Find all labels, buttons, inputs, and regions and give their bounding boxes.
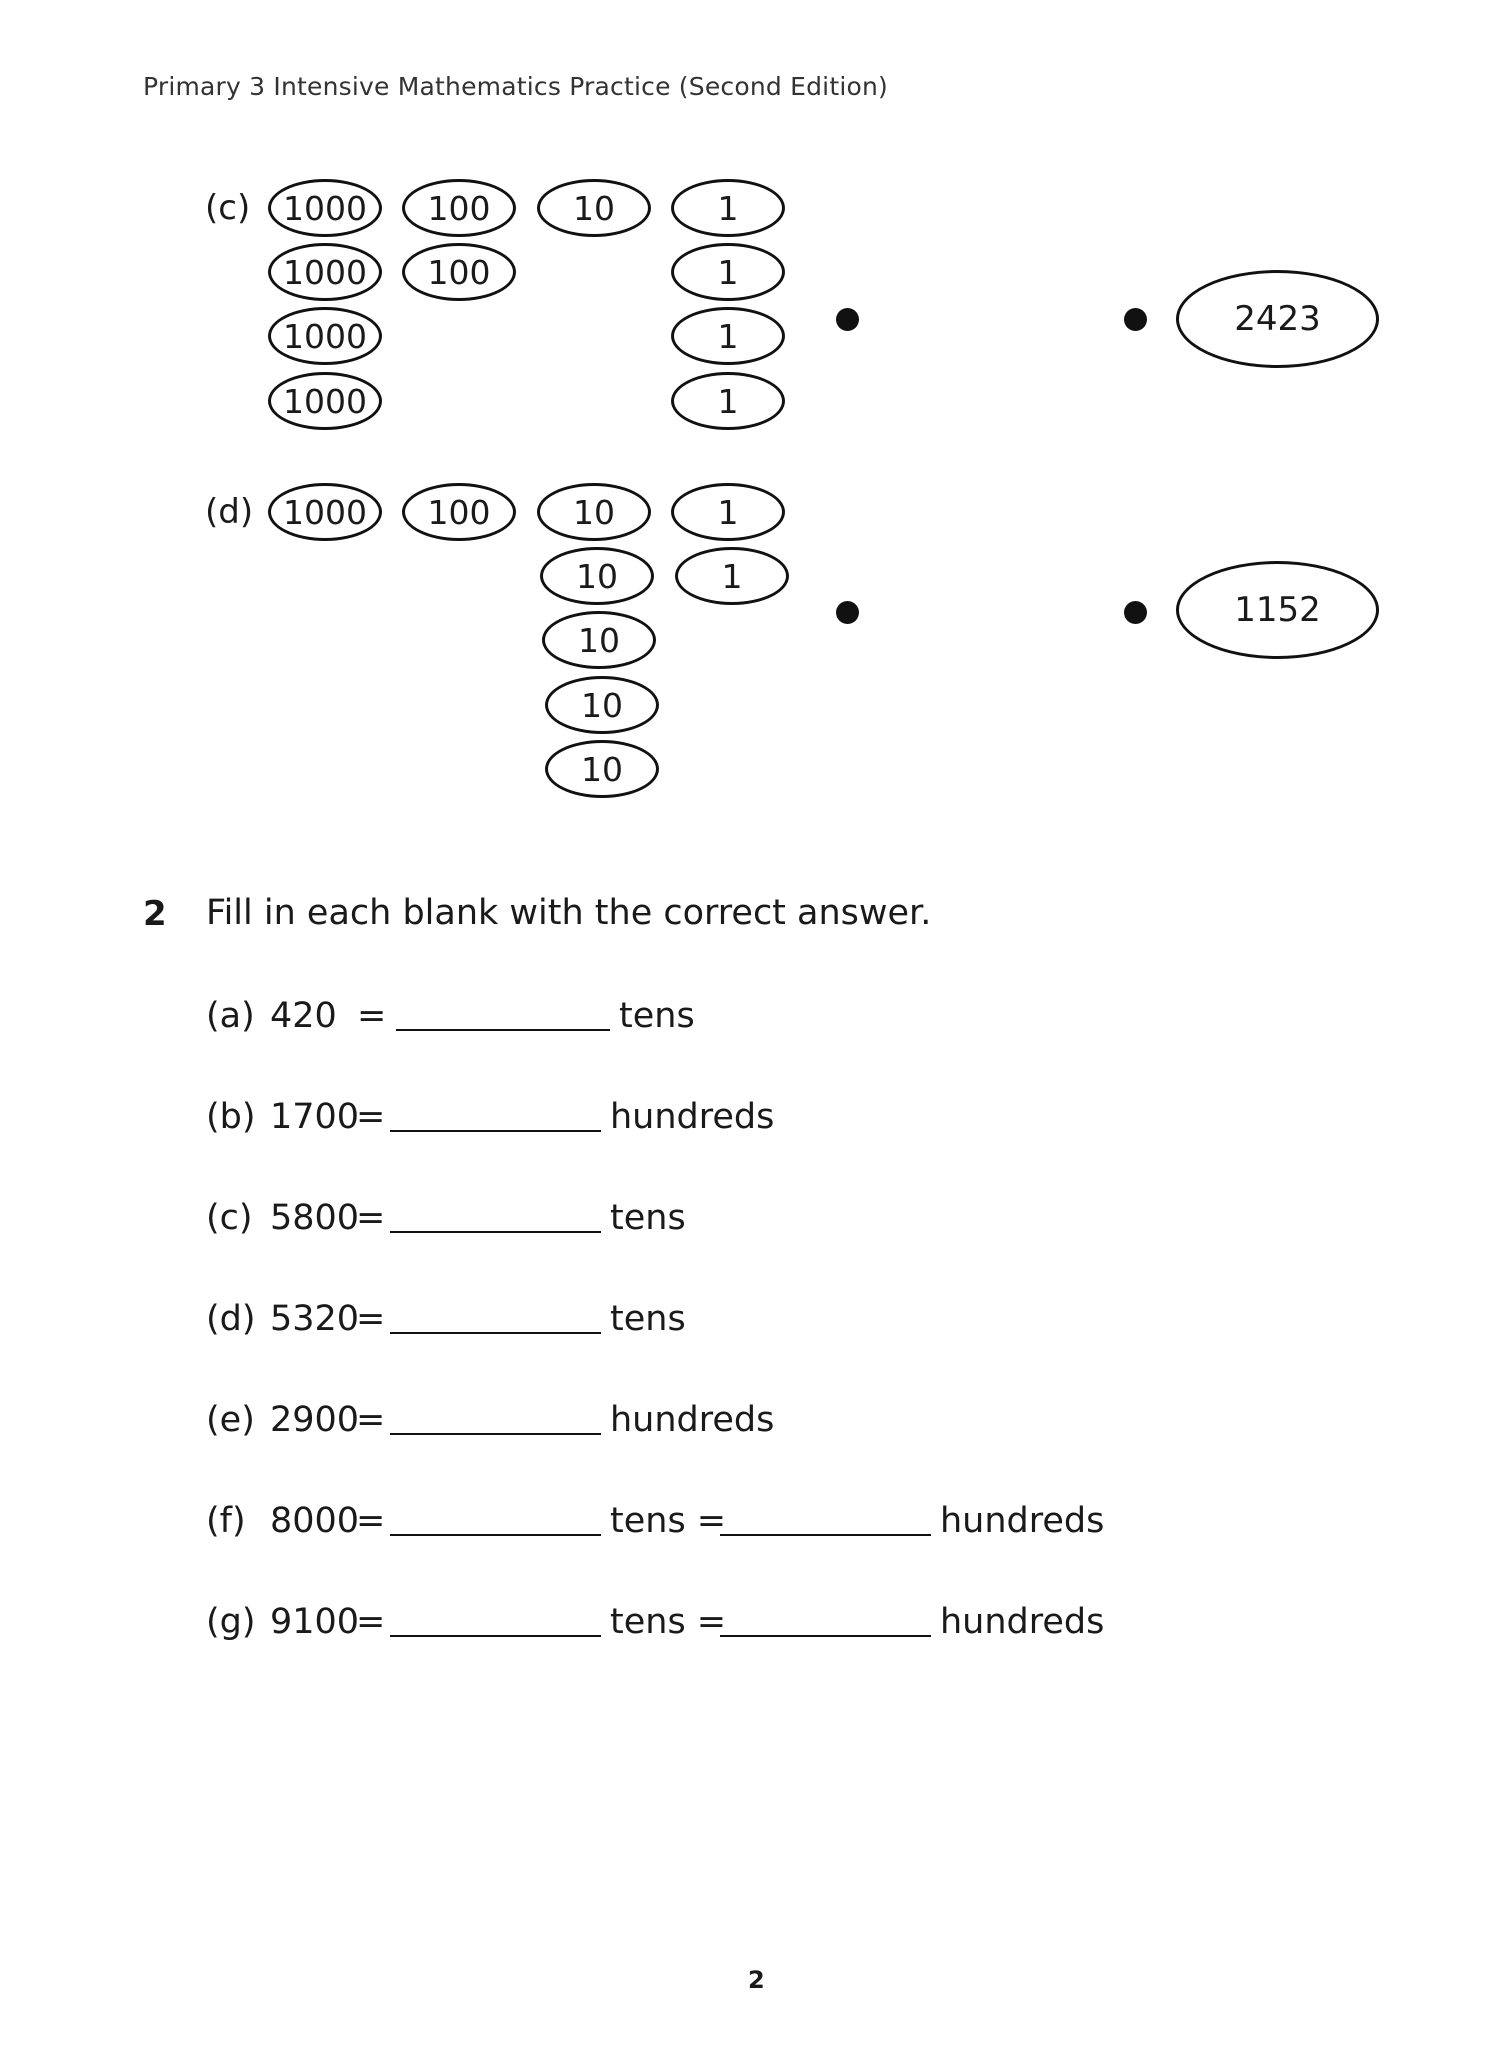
page-header: Primary 3 Intensive Mathematics Practice… (143, 72, 888, 101)
answer-blank[interactable] (396, 1029, 610, 1031)
equals-sign: = (356, 1501, 386, 1541)
question-instruction: Fill in each blank with the correct answ… (206, 893, 932, 933)
item-label: (g) (206, 1602, 256, 1642)
unit-label: hundreds (610, 1400, 775, 1440)
oval-10: 10 (537, 179, 651, 237)
oval-10: 10 (545, 676, 659, 734)
item-number: 9100 (270, 1602, 360, 1642)
item-number: 5800 (270, 1198, 360, 1238)
item-label: (f) (206, 1501, 246, 1541)
unit-label: tens (619, 996, 695, 1036)
item-label: (c) (206, 1198, 253, 1238)
unit-label-1: tens = (610, 1501, 727, 1541)
unit-label: tens (610, 1198, 686, 1238)
oval-1: 1 (671, 483, 785, 541)
oval-10: 10 (540, 547, 654, 605)
item-label: (d) (206, 1299, 256, 1339)
equals-sign: = (356, 1299, 386, 1339)
answer-blank[interactable] (390, 1332, 601, 1334)
oval-1: 1 (671, 307, 785, 365)
oval-100: 100 (402, 179, 516, 237)
oval-1: 1 (671, 179, 785, 237)
answer-oval-1152: 1152 (1176, 561, 1379, 659)
item-number: 2900 (270, 1400, 360, 1440)
oval-10: 10 (537, 483, 651, 541)
oval-1: 1 (671, 243, 785, 301)
part-c-label: (c) (205, 188, 251, 228)
unit-label: hundreds (610, 1097, 775, 1137)
item-number: 1700 (270, 1097, 360, 1137)
answer-oval-2423: 2423 (1176, 270, 1379, 368)
answer-blank[interactable] (390, 1231, 601, 1233)
item-number: 5320 (270, 1299, 360, 1339)
answer-blank-1[interactable] (390, 1635, 601, 1637)
item-number: 8000 (270, 1501, 360, 1541)
item-number: 420 (270, 996, 337, 1036)
unit-label-1: tens = (610, 1602, 727, 1642)
oval-100: 100 (402, 243, 516, 301)
question-number: 2 (143, 894, 167, 934)
oval-1: 1 (675, 547, 789, 605)
answer-blank[interactable] (390, 1130, 601, 1132)
equals-sign: = (356, 1097, 386, 1137)
oval-1000: 1000 (268, 307, 382, 365)
oval-1: 1 (671, 372, 785, 430)
item-label: (a) (206, 996, 255, 1036)
item-label: (e) (206, 1400, 255, 1440)
unit-label: tens (610, 1299, 686, 1339)
equals-sign: = (357, 996, 387, 1036)
oval-1000: 1000 (268, 243, 382, 301)
equals-sign: = (356, 1400, 386, 1440)
item-label: (b) (206, 1097, 256, 1137)
answer-blank-2[interactable] (720, 1534, 931, 1536)
equals-sign: = (356, 1198, 386, 1238)
match-dot-left-c[interactable] (836, 308, 859, 331)
unit-label-2: hundreds (940, 1501, 1105, 1541)
oval-1000: 1000 (268, 179, 382, 237)
oval-10: 10 (545, 740, 659, 798)
equals-sign: = (356, 1602, 386, 1642)
part-d-label: (d) (205, 492, 254, 532)
answer-blank-1[interactable] (390, 1534, 601, 1536)
oval-10: 10 (542, 611, 656, 669)
oval-1000: 1000 (268, 483, 382, 541)
oval-100: 100 (402, 483, 516, 541)
answer-blank-2[interactable] (720, 1635, 931, 1637)
answer-blank[interactable] (390, 1433, 601, 1435)
page-number: 2 (748, 1966, 765, 1994)
oval-1000: 1000 (268, 372, 382, 430)
match-dot-right-d[interactable] (1124, 601, 1147, 624)
unit-label-2: hundreds (940, 1602, 1105, 1642)
match-dot-right-c[interactable] (1124, 308, 1147, 331)
match-dot-left-d[interactable] (836, 601, 859, 624)
